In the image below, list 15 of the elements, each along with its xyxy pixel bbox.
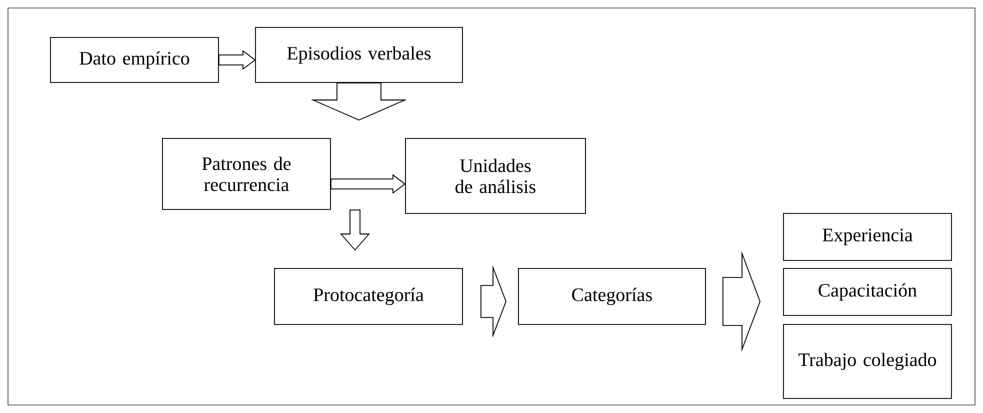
- process-box: Protocategoría: [274, 268, 463, 325]
- process-box: Dato empírico: [50, 37, 219, 83]
- block-arrow: [722, 250, 760, 352]
- process-box: Experiencia: [783, 213, 952, 261]
- block-arrow: [340, 209, 370, 251]
- process-box: Patrones de recurrencia: [162, 138, 331, 210]
- process-box: Episodios verbales: [255, 27, 463, 83]
- block-arrow: [480, 265, 506, 338]
- process-box: Trabajo colegiado: [783, 324, 952, 399]
- process-box: Unidades de análisis: [405, 138, 586, 214]
- block-arrow: [330, 174, 406, 194]
- block-arrow: [218, 50, 256, 70]
- process-box: Capacitación: [783, 268, 952, 316]
- block-arrow: [310, 82, 408, 120]
- process-box: Categorías: [518, 268, 706, 325]
